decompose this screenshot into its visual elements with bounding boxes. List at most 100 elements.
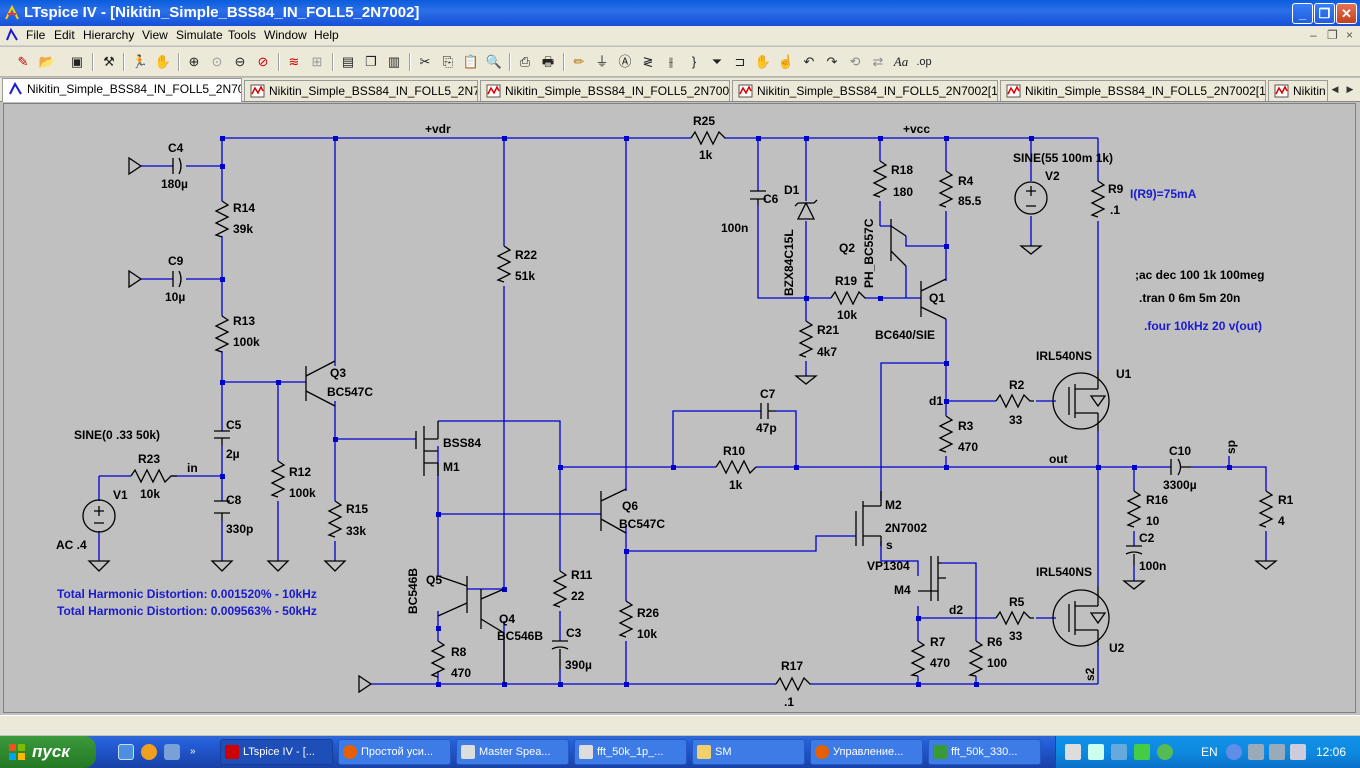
tab-bar: Nikitin_Simple_BSS84_IN_FOLL5_2N7002 Nik… — [0, 78, 1360, 102]
tab-truncated[interactable]: Nikitin — [1268, 80, 1328, 101]
tray-app-icon[interactable] — [1065, 744, 1081, 760]
capacitor-icon[interactable]: ⫲ — [668, 54, 674, 69]
mdi-restore-button[interactable]: ❐ — [1327, 28, 1338, 42]
mdi-minimize-button[interactable]: – — [1310, 28, 1317, 42]
menu-tools[interactable]: Tools — [228, 28, 257, 42]
new-schematic-icon[interactable]: ✎ — [17, 54, 29, 69]
transistor-q6 — [600, 488, 627, 534]
redo-icon[interactable]: ↷ — [826, 54, 838, 69]
zoom-in-icon[interactable]: ⊕ — [188, 54, 200, 69]
open-icon[interactable]: 📂 — [38, 54, 56, 69]
tab-scroll-right-icon[interactable]: ▶ — [1346, 84, 1354, 94]
value-r11: 22 — [571, 589, 585, 603]
text-icon[interactable]: Aa — [893, 54, 909, 69]
rotate-icon[interactable]: ⟲ — [849, 54, 861, 69]
net-label-sp: sp — [1224, 440, 1238, 454]
spice-directive-icon[interactable]: .op — [916, 56, 932, 68]
tab-waveform[interactable]: Nikitin_Simple_BSS84_IN_FOLL5_2N7002 — [244, 80, 478, 101]
draw-wire-icon[interactable]: ✏ — [573, 54, 585, 69]
task-label: fft_50k_1p_... — [597, 746, 664, 758]
copy-icon[interactable]: ⎘ — [442, 54, 454, 69]
maximize-button[interactable]: ❐ — [1314, 3, 1335, 24]
close-button[interactable]: ✕ — [1336, 3, 1357, 24]
tab-fft-10[interactable]: Nikitin_Simple_BSS84_IN_FOLL5_2N7002[10]… — [732, 80, 998, 101]
cancel-zoom-icon[interactable]: ⊘ — [257, 54, 269, 69]
menu-help[interactable]: Help — [314, 28, 339, 42]
menu-file[interactable]: File — [26, 28, 46, 42]
cut-icon[interactable]: ✂ — [419, 54, 431, 69]
tray-security-icon[interactable] — [1157, 744, 1173, 760]
menu-view[interactable]: View — [142, 28, 168, 42]
resistor-icon[interactable]: ≷ — [642, 54, 654, 69]
control-panel-icon[interactable]: ⚒ — [103, 54, 115, 69]
tray-network-icon[interactable] — [1134, 744, 1150, 760]
tab-scroll-left-icon[interactable]: ◀ — [1331, 84, 1339, 94]
tray-monitor-icon[interactable] — [1248, 744, 1264, 760]
menu-window[interactable]: Window — [264, 28, 307, 42]
tray-volume-icon[interactable] — [1290, 744, 1306, 760]
menu-hierarchy[interactable]: Hierarchy — [83, 28, 135, 42]
tile-horizontal-icon[interactable]: ▤ — [341, 54, 355, 69]
mirror-icon[interactable]: ⇄ — [872, 54, 884, 69]
tray-network-icon[interactable] — [1111, 744, 1127, 760]
info-icon[interactable] — [141, 744, 157, 760]
tray-monitor-icon[interactable] — [1269, 744, 1285, 760]
value-r16: 10 — [1146, 514, 1160, 528]
quicklaunch-more-icon[interactable]: » — [190, 746, 196, 757]
grid-icon[interactable]: ⊞ — [311, 54, 323, 69]
tray-app-icon[interactable] — [1088, 744, 1104, 760]
autorange-icon[interactable]: ≋ — [288, 54, 300, 69]
ground-icon[interactable]: ⏚ — [595, 54, 609, 69]
move-icon[interactable]: ✋ — [754, 54, 772, 69]
capacitor-c3 — [551, 640, 569, 669]
run-icon[interactable]: 🏃 — [131, 54, 149, 69]
diode-icon[interactable]: ⏷ — [711, 54, 723, 69]
zoom-out-icon[interactable]: ⊖ — [234, 54, 246, 69]
task-label: LTspice IV - [... — [243, 746, 315, 758]
halt-icon[interactable]: ✋ — [154, 54, 172, 69]
start-button[interactable]: пуск — [0, 736, 96, 768]
task-master-speaker[interactable]: Master Speа... — [456, 739, 569, 765]
task-label: Master Speа... — [479, 746, 551, 758]
tab-fft[interactable]: Nikitin_Simple_BSS84_IN_FOLL5_2N7002.fft — [480, 80, 730, 101]
zoom-full-icon[interactable]: ⊙ — [211, 54, 223, 69]
label-r13: R13 — [233, 314, 255, 328]
task-fft-330[interactable]: fft_50k_330... — [928, 739, 1041, 765]
language-indicator[interactable]: EN — [1201, 745, 1218, 759]
annotation-i-r9: I(R9)=75mA — [1130, 187, 1197, 201]
label-net-icon[interactable]: Ⓐ — [618, 54, 632, 69]
task-sm-folder[interactable]: SM — [692, 739, 805, 765]
task-ltspice[interactable]: LTspice IV - [... — [220, 739, 333, 765]
cascade-icon[interactable]: ❐ — [365, 54, 377, 69]
schematic-canvas[interactable]: +vdr +vcc in out sp d1 d2 s s2 C4 180µ C… — [3, 103, 1356, 713]
label-c9: C9 — [168, 254, 184, 268]
inductor-icon[interactable]: } — [691, 54, 697, 69]
waveform-icon — [1006, 84, 1021, 98]
task-firefox-1[interactable]: Простой уси... — [338, 739, 451, 765]
tab-schematic[interactable]: Nikitin_Simple_BSS84_IN_FOLL5_2N7002 — [2, 78, 242, 102]
component-icon[interactable]: ⊐ — [734, 54, 746, 69]
firefox-icon — [815, 745, 829, 759]
find-icon[interactable]: 🔍 — [485, 54, 503, 69]
drag-icon[interactable]: ☝ — [777, 54, 795, 69]
menu-simulate[interactable]: Simulate — [176, 28, 223, 42]
tray-back-icon[interactable] — [1226, 744, 1242, 760]
print-icon[interactable]: 🖶 — [541, 54, 555, 69]
title-bar[interactable]: LTspice IV - [Nikitin_Simple_BSS84_IN_FO… — [0, 0, 1360, 26]
undo-icon[interactable]: ↶ — [803, 54, 815, 69]
task-fft-1p[interactable]: fft_50k_1p_... — [574, 739, 687, 765]
tab-fft-11[interactable]: Nikitin_Simple_BSS84_IN_FOLL5_2N7002[11]… — [1000, 80, 1266, 101]
mdi-close-button[interactable]: × — [1346, 28, 1354, 42]
tile-vertical-icon[interactable]: ▥ — [387, 54, 401, 69]
menu-edit[interactable]: Edit — [54, 28, 75, 42]
document-icon[interactable] — [5, 28, 19, 42]
save-icon[interactable]: ▣ — [70, 54, 84, 69]
print-preview-icon[interactable]: ⎙ — [519, 54, 531, 69]
quicklaunch-app-icon[interactable] — [164, 744, 180, 760]
label-r18: R18 — [891, 163, 913, 177]
task-firefox-2[interactable]: Управление... — [810, 739, 923, 765]
minimize-button[interactable]: _ — [1292, 3, 1313, 24]
image-task-icon — [579, 745, 593, 759]
show-desktop-icon[interactable] — [118, 744, 134, 760]
paste-icon[interactable]: 📋 — [462, 54, 480, 69]
